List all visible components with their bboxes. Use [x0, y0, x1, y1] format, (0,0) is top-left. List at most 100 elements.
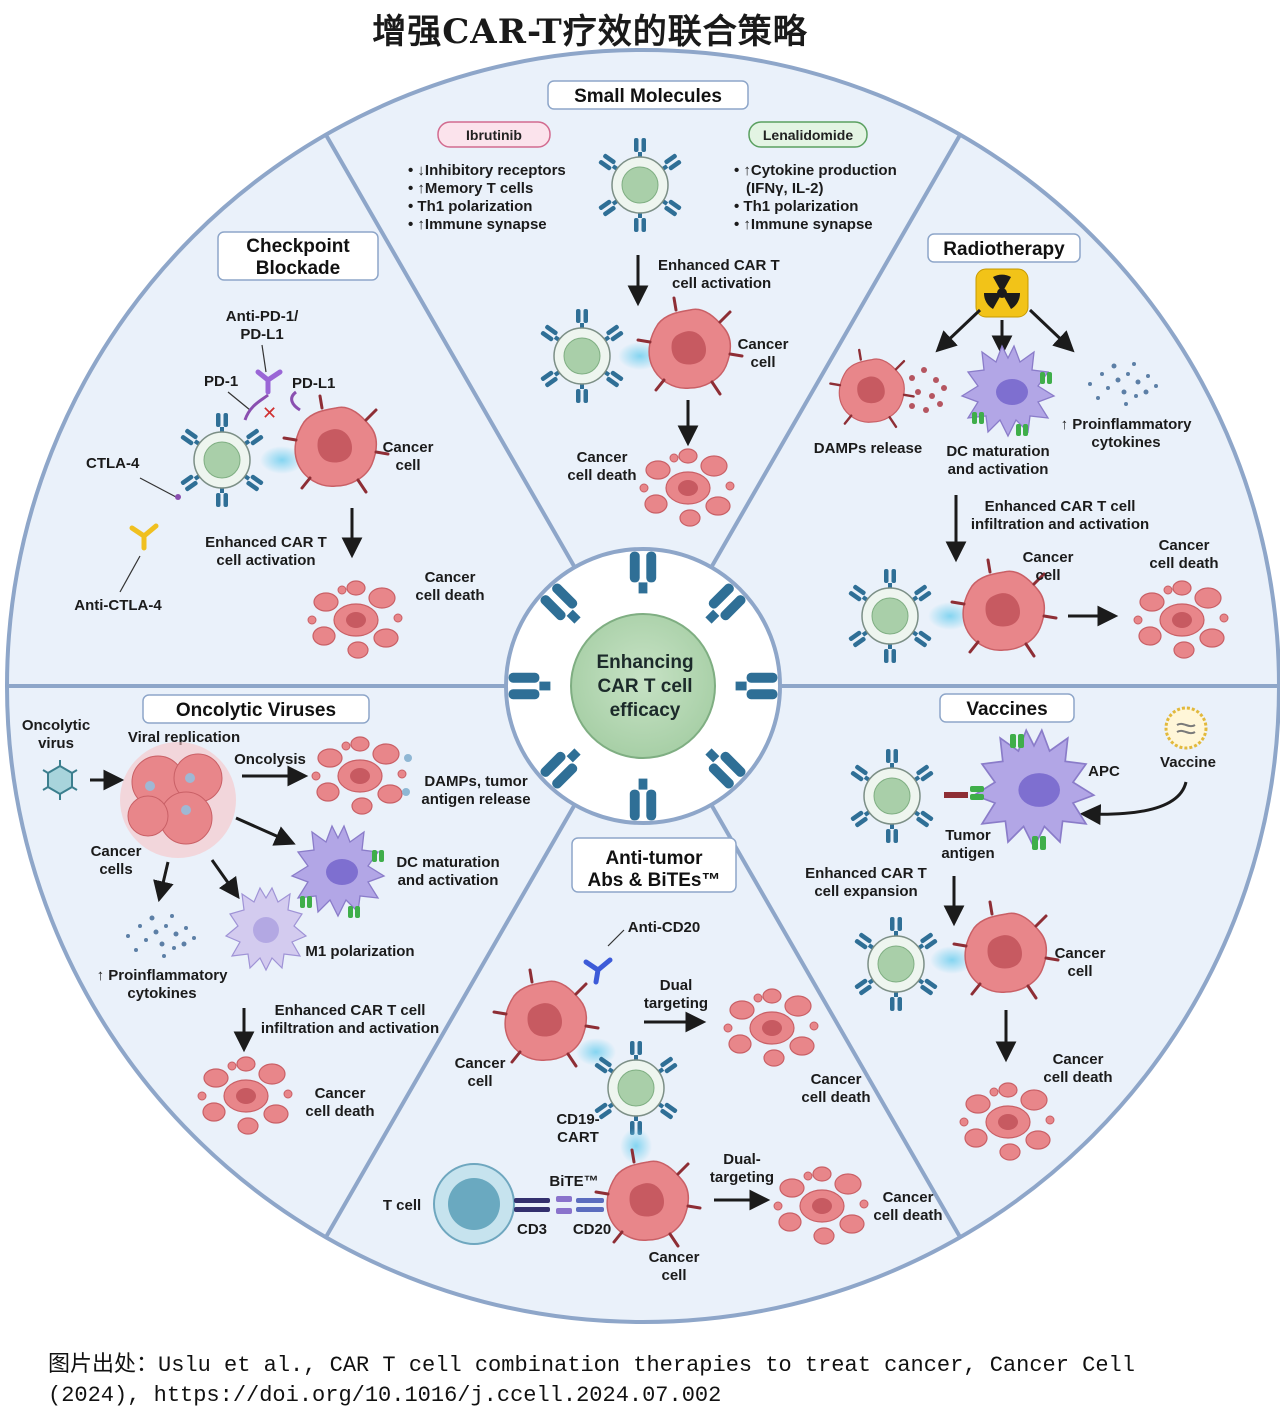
lenalidomide-bullet-1: • ↑Cytokine production [734, 162, 897, 179]
vac-death-2: cell death [1043, 1069, 1112, 1086]
header-checkpoint-1: Checkpoint [246, 236, 350, 257]
caption-line-1: 图片出处：Uslu et al., CAR T cell combination… [48, 1353, 1135, 1378]
lenalidomide-bullet-3: • Th1 polarization [734, 198, 858, 215]
sm-cancer-cell-1: Cancer [738, 336, 789, 353]
damps-release-label: DAMPs release [814, 440, 922, 457]
section-small-molecules: Small Molecules Ibrutinib Lenalidomide •… [408, 80, 897, 527]
bite-molecule [514, 1196, 604, 1214]
header-antitumor-2: Abs & BiTEs™ [587, 870, 720, 891]
rt-dc-1: DC maturation [946, 443, 1049, 460]
at-death-bottom-1: Cancer [883, 1189, 934, 1206]
ov-cancer-cells-1: Cancer [91, 843, 142, 860]
center-label-1: Enhancing [596, 652, 693, 673]
section-checkpoint-blockade: Checkpoint Blockade Anti-PD-1/ PD-L1 PD-… [74, 231, 485, 659]
anti-cd20-antibody [583, 957, 613, 985]
ov-infiltration-2: infiltration and activation [261, 1020, 439, 1037]
at-cancer-left-2: cell [467, 1073, 492, 1090]
ov-dc-1: DC maturation [396, 854, 499, 871]
ibrutinib-label: Ibrutinib [466, 127, 522, 143]
mhc-receptors [300, 850, 384, 918]
ibrutinib-bullet-1: • ↓Inhibitory receptors [408, 162, 566, 179]
cb-activation-2: cell activation [216, 552, 315, 569]
cb-cancer-cell-1: Cancer [383, 439, 434, 456]
section-oncolytic-viruses: Oncolytic Viruses Oncolytic virus Viral … [22, 694, 531, 1135]
arrow [210, 859, 240, 900]
center-hub: Enhancing CAR T cell efficacy [504, 547, 782, 825]
ov-cytokines-1: ↑ Proinflammatory [97, 967, 229, 984]
at-bite: BiTE™ [549, 1173, 598, 1190]
vac-cancer-cell-2: cell [1067, 963, 1092, 980]
ov-damps-2: antigen release [421, 791, 530, 808]
vac-death-1: Cancer [1053, 1051, 1104, 1068]
at-cancer-bottom-2: cell [661, 1267, 686, 1284]
ov-death-2: cell death [305, 1103, 374, 1120]
rt-infiltration-1: Enhanced CAR T cell [985, 498, 1136, 515]
sm-death-1: Cancer [577, 449, 628, 466]
at-cd3: CD3 [517, 1221, 547, 1238]
cb-cancer-cell-2: cell [395, 457, 420, 474]
pdl1-label: PD-L1 [292, 375, 335, 392]
infected-cell-cluster [120, 742, 236, 858]
header-small-molecules: Small Molecules [574, 86, 722, 107]
damps-particles [909, 367, 947, 413]
at-death-bottom-2: cell death [873, 1207, 942, 1224]
at-cancer-left-1: Cancer [455, 1055, 506, 1072]
t-cell [433, 1163, 515, 1245]
vac-cancer-cell-1: Cancer [1055, 945, 1106, 962]
sm-death-2: cell death [567, 467, 636, 484]
lenalidomide-bullet-2: (IFNγ, IL-2) [746, 180, 824, 197]
sm-activation-1: Enhanced CAR T [658, 257, 780, 274]
at-dual2-1: Dual- [723, 1151, 761, 1168]
arrow [1079, 781, 1188, 826]
header-vaccines: Vaccines [966, 699, 1047, 720]
at-dual2-2: targeting [710, 1169, 774, 1186]
center-label-2: CAR T cell [597, 676, 692, 697]
section-radiotherapy: Radiotherapy DAMPs release DC maturation… [814, 233, 1229, 663]
tumor-antigen-2: antigen [941, 845, 994, 862]
at-dual-1: Dual [660, 977, 693, 994]
lenalidomide-bullet-4: • ↑Immune synapse [734, 216, 873, 233]
car-t-combination-diagram: Enhancing CAR T cell efficacy Small Mole… [5, 48, 1280, 1324]
vaccine-label: Vaccine [1160, 754, 1216, 771]
tumor-antigen-1: Tumor [945, 827, 991, 844]
ov-m1: M1 polarization [305, 943, 414, 960]
rt-cancer-cell-2: cell [1035, 567, 1060, 584]
ov-cytokines-2: cytokines [127, 985, 196, 1002]
mhc-receptors [972, 372, 1052, 436]
ov-oncolysis: Oncolysis [234, 751, 306, 768]
radiation-icon [975, 268, 1029, 318]
m1-macrophage [224, 886, 308, 972]
section-vaccines: Vaccines Vaccine APC Tumor antigen Enhan… [805, 693, 1216, 1161]
at-cd20: CD20 [573, 1221, 611, 1238]
at-cd19-2: CART [557, 1129, 599, 1146]
ibrutinib-bullet-3: • Th1 polarization [408, 198, 532, 215]
at-death-top-1: Cancer [811, 1071, 862, 1088]
ov-dc-2: and activation [398, 872, 499, 889]
center-label-3: efficacy [610, 700, 681, 721]
ibrutinib-bullet-2: • ↑Memory T cells [408, 180, 533, 197]
ov-replication: Viral replication [128, 729, 240, 746]
vac-expansion-2: cell expansion [814, 883, 917, 900]
ov-virus-1: Oncolytic [22, 717, 90, 734]
ctla4-label: CTLA-4 [86, 455, 140, 472]
anti-pd1-label-2: PD-L1 [240, 326, 283, 343]
vaccine-icon [1164, 706, 1208, 750]
at-death-top-2: cell death [801, 1089, 870, 1106]
arrow [235, 816, 296, 846]
virus-icon [42, 760, 78, 800]
at-dual-2: targeting [644, 995, 708, 1012]
ov-cancer-cells-2: cells [99, 861, 132, 878]
sm-activation-2: cell activation [672, 275, 771, 292]
ov-virus-2: virus [38, 735, 74, 752]
tumor-antigen [944, 792, 968, 798]
header-oncolytic: Oncolytic Viruses [176, 700, 336, 721]
block-x-icon: ✕ [262, 403, 277, 424]
arrow [1028, 308, 1075, 353]
apc-label: APC [1088, 763, 1120, 780]
cb-death-1: Cancer [425, 569, 476, 586]
header-radiotherapy: Radiotherapy [943, 239, 1065, 260]
rt-cytokines-2: cytokines [1091, 434, 1160, 451]
header-antitumor-1: Anti-tumor [605, 848, 703, 869]
rt-death-1: Cancer [1159, 537, 1210, 554]
rt-cancer-cell-1: Cancer [1023, 549, 1074, 566]
